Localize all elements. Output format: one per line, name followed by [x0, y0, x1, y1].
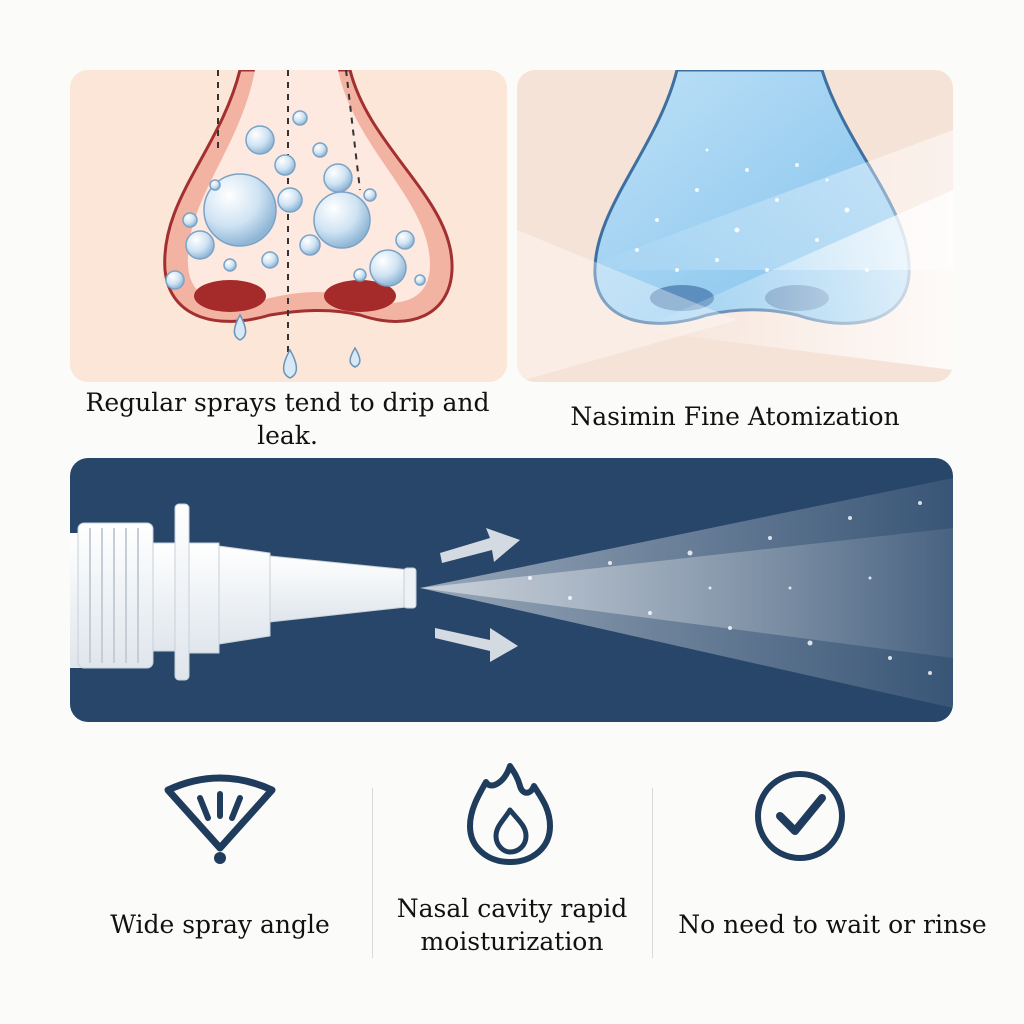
arrow-up-right-icon	[440, 528, 520, 563]
regular-spray-nose-drawing	[163, 70, 454, 379]
regular-spray-illustration	[70, 70, 507, 382]
regular-spray-caption: Regular sprays tend to drip and leak.	[85, 388, 490, 450]
rapid-moisturization-label: Nasal cavity rapid moisturization	[396, 894, 628, 956]
mist-particles	[635, 148, 869, 272]
atomized-nose-drawing	[517, 70, 953, 382]
spray-particles	[528, 501, 932, 675]
no-rinse-label: No need to wait or rinse	[678, 910, 987, 939]
feature-divider	[652, 788, 653, 958]
wide-spray-icon	[164, 774, 276, 864]
feature-divider	[372, 788, 373, 958]
check-circle-icon	[755, 771, 845, 861]
arrow-down-right-icon	[435, 628, 518, 662]
spray-nozzle-drawing	[70, 478, 953, 708]
fine-atomization-caption: Nasimin Fine Atomization	[570, 402, 900, 431]
dripping-drops	[233, 313, 361, 379]
nozzle-spray-illustration	[70, 458, 953, 722]
flame-icon	[467, 763, 553, 865]
fine-atomization-illustration	[517, 70, 953, 382]
wide-spray-label: Wide spray angle	[110, 910, 330, 939]
bubble-droplets	[165, 110, 426, 290]
